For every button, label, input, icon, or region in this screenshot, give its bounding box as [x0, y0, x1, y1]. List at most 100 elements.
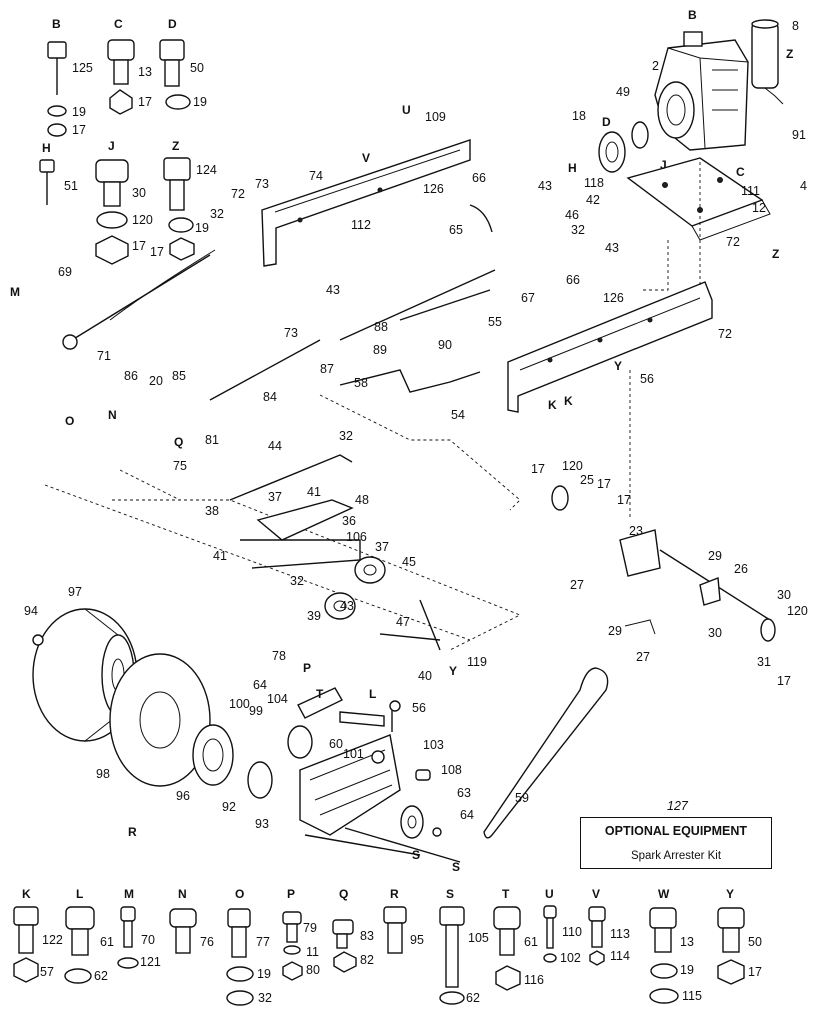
hardware-top-drawings: [39, 39, 195, 265]
callout-26: 26: [734, 562, 748, 576]
callout-54: 54: [451, 408, 465, 422]
callout-V: V: [362, 151, 370, 165]
hardware-letter-Y: Y: [726, 887, 734, 901]
hardware-part-17: 17: [132, 239, 146, 253]
callout-38: 38: [205, 504, 219, 518]
callout-112: 112: [351, 218, 371, 232]
callout-N: N: [108, 408, 117, 422]
callout-Z: Z: [772, 247, 779, 261]
callout-17: 17: [597, 477, 611, 491]
callout-U: U: [402, 103, 411, 117]
callout-118: 118: [584, 176, 604, 190]
callout-86: 86: [124, 369, 138, 383]
callout-P: P: [303, 661, 311, 675]
hardware-letter-D: D: [168, 17, 177, 31]
hardware-letter-J: J: [108, 139, 115, 153]
hardware-part-11: 11: [306, 945, 319, 959]
callout-37: 37: [268, 490, 282, 504]
callout-126: 126: [603, 291, 624, 305]
hardware-part-102: 102: [560, 951, 581, 965]
callout-41: 41: [307, 485, 321, 499]
hardware-part-125: 125: [72, 61, 93, 75]
callout-65: 65: [449, 223, 463, 237]
callout-D: D: [602, 115, 611, 129]
wheel-hub-96: [192, 724, 273, 799]
callout-40: 40: [418, 669, 432, 683]
hardware-part-80: 80: [306, 963, 320, 977]
callout-43: 43: [326, 283, 340, 297]
hardware-letter-W: W: [658, 887, 670, 901]
hardware-letter-U: U: [545, 887, 554, 901]
callout-2: 2: [652, 59, 659, 73]
callout-36: 36: [342, 514, 356, 528]
hardware-bottom-drawings: [13, 905, 745, 1006]
callout-Z: Z: [786, 47, 793, 61]
hardware-part-124: 124: [196, 163, 217, 177]
callout-4: 4: [800, 179, 807, 193]
callout-78: 78: [272, 649, 286, 663]
callout-109: 109: [425, 110, 446, 124]
brake-assembly: [287, 687, 401, 764]
callout-Y: Y: [614, 359, 622, 373]
hardware-part-62: 62: [94, 969, 108, 983]
engine-pulley-18: [598, 121, 649, 173]
hardware-letter-T: T: [502, 887, 510, 901]
hardware-part-77: 77: [256, 935, 270, 949]
rear-wheel-98: [109, 653, 211, 787]
callout-67: 67: [521, 291, 535, 305]
hardware-part-19: 19: [680, 963, 694, 977]
callout-27: 27: [636, 650, 650, 664]
hardware-part-13: 13: [680, 935, 694, 949]
callout-S: S: [412, 848, 420, 862]
frame-upper-rail: [261, 139, 471, 267]
callout-32: 32: [210, 207, 224, 221]
drive-belt-59: [483, 667, 609, 839]
callout-32: 32: [571, 223, 585, 237]
callout-H: H: [568, 161, 577, 175]
hardware-part-122: 122: [42, 933, 63, 947]
callout-66: 66: [472, 171, 486, 185]
hardware-part-115: 115: [682, 989, 702, 1003]
hardware-part-83: 83: [360, 929, 374, 943]
callout-17: 17: [531, 462, 545, 476]
hardware-part-32: 32: [258, 991, 272, 1005]
callout-91: 91: [792, 128, 806, 142]
callout-29: 29: [708, 549, 722, 563]
callout-69: 69: [58, 265, 72, 279]
hardware-part-110: 110: [562, 925, 582, 939]
callout-87: 87: [320, 362, 334, 376]
guide-lines: [44, 162, 701, 651]
callout-106: 106: [346, 530, 367, 544]
callout-18: 18: [572, 109, 586, 123]
callout-J: J: [660, 158, 667, 172]
callout-73: 73: [255, 177, 269, 191]
callout-R: R: [128, 825, 137, 839]
callout-119: 119: [467, 655, 487, 669]
callout-97: 97: [68, 585, 82, 599]
hardware-letter-B: B: [52, 17, 61, 31]
callout-96: 96: [176, 789, 190, 803]
callout-25: 25: [580, 473, 594, 487]
callout-58: 58: [354, 376, 368, 390]
hardware-part-61: 61: [524, 935, 538, 949]
optional-equipment-title: OPTIONAL EQUIPMENT: [604, 824, 748, 838]
hardware-part-50: 50: [748, 935, 762, 949]
hardware-part-57: 57: [40, 965, 54, 979]
hardware-letter-C: C: [114, 17, 123, 31]
callout-104: 104: [267, 692, 288, 706]
callout-K: K: [564, 394, 573, 408]
hardware-letter-S: S: [446, 887, 454, 901]
hardware-part-82: 82: [360, 953, 374, 967]
hardware-part-17: 17: [138, 95, 152, 109]
hardware-part-114: 114: [610, 949, 630, 963]
frame-lower-rail: [507, 281, 713, 413]
callout-92: 92: [222, 800, 236, 814]
callout-47: 47: [396, 615, 410, 629]
hardware-part-19: 19: [193, 95, 207, 109]
callout-42: 42: [586, 193, 600, 207]
callout-17: 17: [777, 674, 791, 688]
callout-60: 60: [329, 737, 343, 751]
callout-73: 73: [284, 326, 298, 340]
callout-S: S: [452, 860, 460, 874]
